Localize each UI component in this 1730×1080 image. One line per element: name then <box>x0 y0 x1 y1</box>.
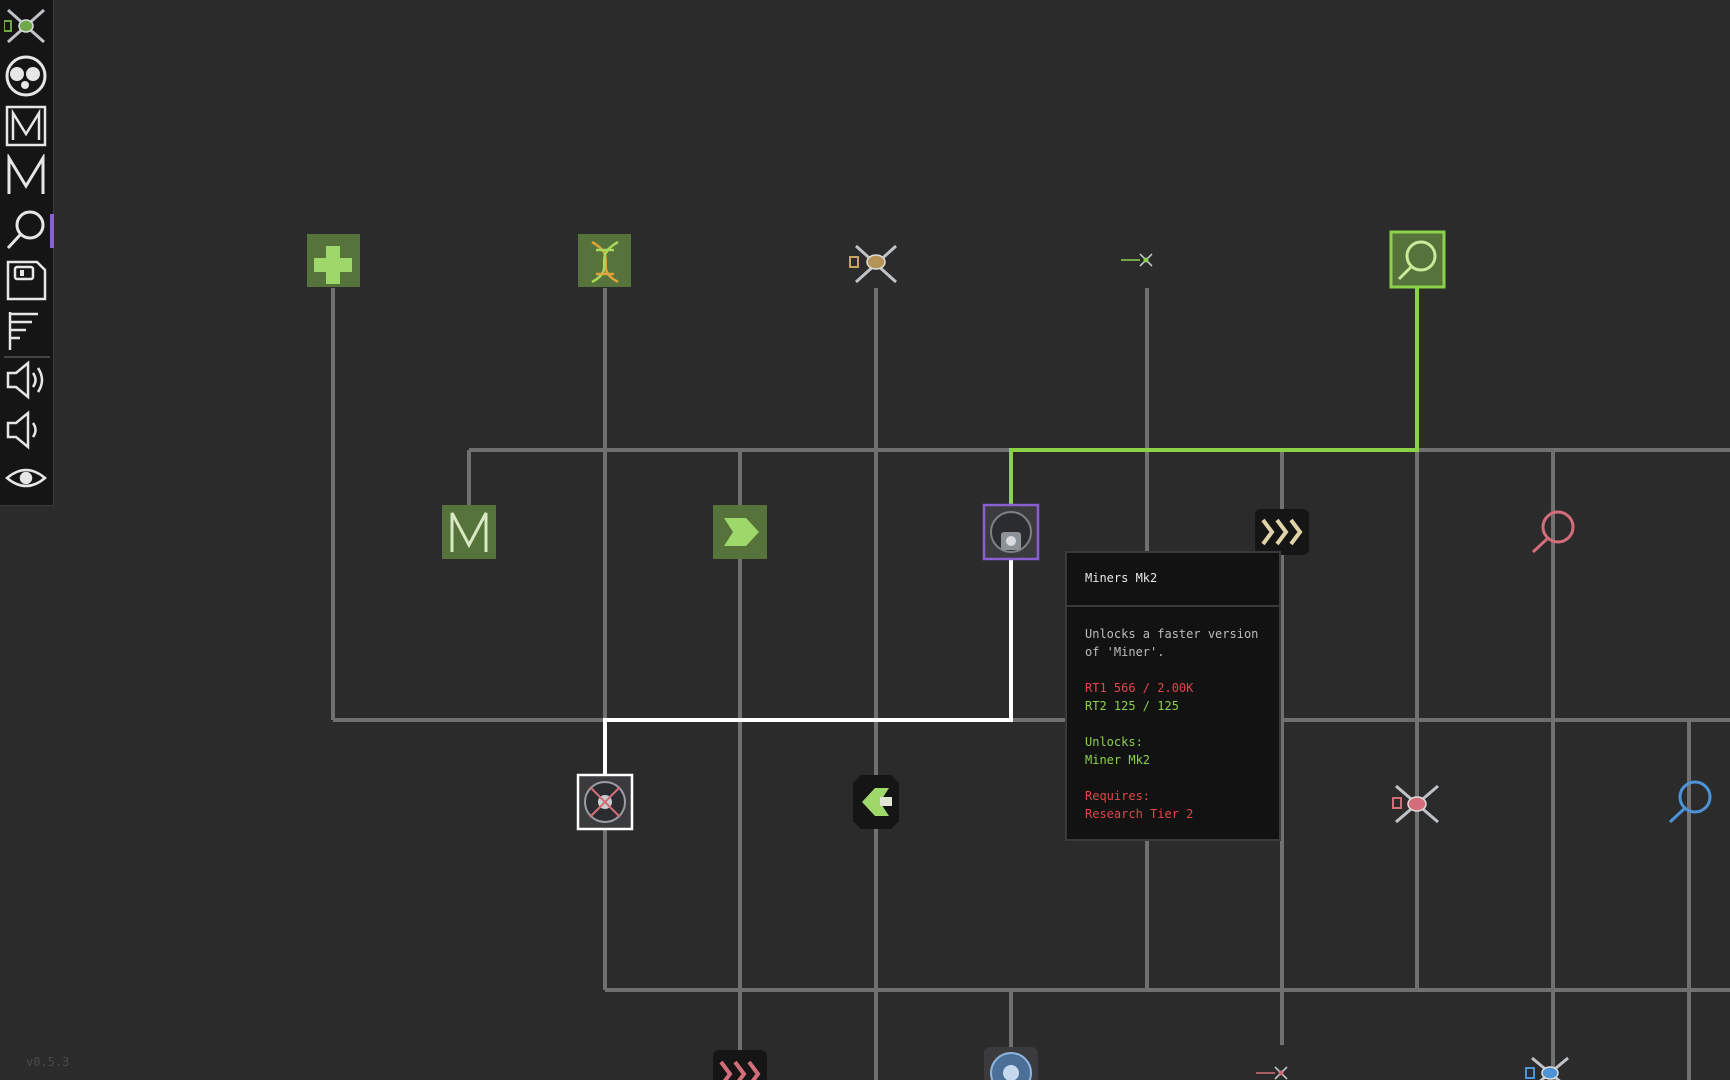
pink-magnifier-icon <box>1531 510 1575 554</box>
sidebar-search-button[interactable] <box>2 206 50 254</box>
dna-helix-icon <box>591 240 619 284</box>
blue-magnifier-icon <box>1668 780 1712 824</box>
magnifier-icon <box>6 210 45 250</box>
arrow-left-icon <box>862 788 889 816</box>
tooltip-requires-value: Research Tier 2 <box>1085 807 1194 821</box>
research-tooltip: Miners Mk2 Unlocks a faster version of '… <box>1065 551 1281 841</box>
pink-small-drone-icon <box>1256 1066 1288 1080</box>
node-pink-small-drone[interactable] <box>1256 1066 1288 1080</box>
sidebar-tree-list-button[interactable] <box>2 306 50 354</box>
node-miner-selected[interactable] <box>576 773 634 831</box>
blue-miner-icon <box>990 1052 1032 1080</box>
small-drone-icon <box>1121 253 1153 267</box>
blue-drone-icon <box>1525 1056 1569 1080</box>
node-research-magnifier[interactable] <box>1389 230 1446 289</box>
node-pink-drone[interactable] <box>1392 784 1439 824</box>
version-label: v0.5.3 <box>26 1055 70 1069</box>
node-blue-miner[interactable] <box>984 1047 1038 1080</box>
sidebar-divider <box>4 356 50 358</box>
node-chevrons[interactable] <box>1255 509 1309 555</box>
sidebar-visibility-button[interactable] <box>2 454 50 502</box>
node-small-drone[interactable] <box>1121 253 1153 267</box>
tooltip-unlocks-value: Miner Mk2 <box>1085 753 1151 767</box>
tooltip-rt2-cost: RT2 125 / 125 <box>1085 699 1179 713</box>
active-tab-indicator <box>50 214 54 248</box>
eye-icon <box>5 468 47 488</box>
tooltip-rt1-cost: RT1 566 / 2.00K <box>1085 681 1194 695</box>
node-m-letter[interactable] <box>442 505 496 559</box>
sidebar-drone-button[interactable] <box>2 2 50 50</box>
m-icon <box>7 154 45 194</box>
tooltip-title: Miners Mk2 <box>1085 571 1158 585</box>
node-dna-helix[interactable] <box>578 234 631 287</box>
face-icon <box>5 55 47 97</box>
health-cross-icon <box>314 246 352 284</box>
tree-connections <box>331 288 1730 1080</box>
node-drone[interactable] <box>849 244 898 284</box>
tooltip-description: Unlocks a faster version of 'Miner'. <box>1085 627 1259 659</box>
tooltip-requires-label: Requires: <box>1085 789 1151 803</box>
sidebar <box>0 0 54 506</box>
node-pink-chevrons[interactable] <box>713 1050 767 1080</box>
arrow-right-icon <box>724 518 759 546</box>
miner-selected-icon <box>584 781 626 823</box>
node-blue-drone[interactable] <box>1525 1056 1569 1080</box>
m-letter-icon <box>450 512 488 552</box>
selected-node-path <box>603 558 1013 775</box>
boxed-m-icon <box>5 105 47 147</box>
speaker-loud-icon <box>6 360 44 400</box>
drone-icon <box>4 8 45 44</box>
sidebar-save-button[interactable] <box>2 256 50 304</box>
pink-drone-icon <box>1392 784 1439 824</box>
research-magnifier-icon <box>1397 240 1437 281</box>
tooltip-divider <box>1067 605 1279 607</box>
node-health-cross[interactable] <box>307 234 360 287</box>
save-disk-icon <box>6 260 47 301</box>
chevrons-icon <box>1261 518 1303 546</box>
node-blue-magnifier[interactable] <box>1668 780 1712 824</box>
sidebar-face-button[interactable] <box>2 52 50 100</box>
node-pink-magnifier[interactable] <box>1531 510 1575 554</box>
sidebar-volume-loud-button[interactable] <box>2 356 50 404</box>
pink-chevrons-icon <box>719 1060 761 1080</box>
node-arrow-right[interactable] <box>713 505 767 559</box>
active-research-path <box>1009 288 1419 505</box>
node-miner-mk2[interactable] <box>982 503 1040 561</box>
tooltip-unlocks-label: Unlocks: <box>1085 735 1143 749</box>
miner-mk2-icon <box>990 511 1032 553</box>
tree-list-icon <box>8 312 38 350</box>
speaker-quiet-icon <box>6 410 37 450</box>
drone-icon <box>849 244 898 284</box>
sidebar-volume-quiet-button[interactable] <box>2 406 50 454</box>
node-arrow-left[interactable] <box>853 775 899 829</box>
sidebar-boxed-m-button[interactable] <box>2 102 50 150</box>
sidebar-m-button[interactable] <box>2 152 50 200</box>
